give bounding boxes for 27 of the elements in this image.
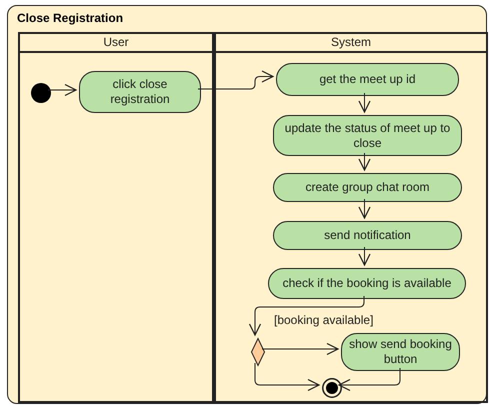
activity-frame <box>7 5 487 404</box>
swimlane <box>214 32 488 403</box>
decision-diamond <box>251 338 265 366</box>
control-flow-arrow <box>358 198 371 219</box>
guard-label: [booking available] <box>273 313 374 327</box>
action-node: click close registration <box>79 71 201 113</box>
control-flow-arrow <box>358 92 371 113</box>
control-flow-arrow <box>254 362 320 392</box>
control-flow-arrow <box>248 296 364 336</box>
action-node: show send booking button <box>341 333 460 371</box>
lane-header: User <box>20 34 212 53</box>
control-flow-arrow <box>48 84 77 96</box>
action-node: get the meet up id <box>276 63 459 96</box>
swimlane <box>18 32 214 403</box>
action-node: create group chat room <box>273 173 462 202</box>
action-node: send notification <box>273 221 462 250</box>
control-flow-arrow <box>358 246 371 266</box>
lane-header: System <box>216 34 486 53</box>
action-node: update the status of meet up to close <box>273 115 462 156</box>
action-node: check if the booking is available <box>268 268 466 299</box>
control-flow-arrow <box>338 368 400 392</box>
frame-title: Close Registration <box>17 11 124 25</box>
control-flow-arrow <box>358 152 371 171</box>
control-flow-arrow <box>198 70 274 90</box>
initial-node <box>31 83 51 103</box>
final-node <box>322 378 342 398</box>
control-flow-arrow <box>262 342 339 356</box>
